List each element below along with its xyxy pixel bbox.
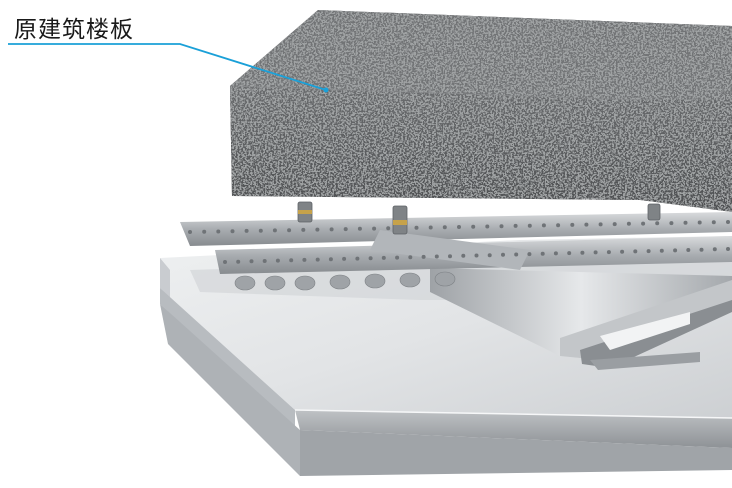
rail-hole bbox=[381, 255, 386, 260]
rail-hole bbox=[499, 224, 504, 229]
rail-hole bbox=[697, 220, 702, 225]
rail-hole bbox=[442, 225, 447, 230]
rail-hole bbox=[395, 255, 400, 260]
rail-hole bbox=[262, 259, 267, 263]
rail-hole bbox=[343, 227, 348, 232]
callout-leader bbox=[8, 43, 329, 93]
rail-hole bbox=[372, 226, 377, 231]
rail-hole bbox=[683, 220, 688, 225]
rail-hole bbox=[414, 225, 419, 230]
rail-hole bbox=[541, 223, 546, 228]
rail-hole bbox=[570, 222, 575, 227]
rail-hole bbox=[368, 256, 373, 261]
rail-hole bbox=[584, 222, 589, 227]
rail-hole bbox=[633, 249, 638, 254]
rail-hole bbox=[673, 248, 678, 253]
rail-hole bbox=[567, 251, 572, 256]
rail-hole bbox=[712, 247, 717, 252]
rail-hole bbox=[408, 255, 413, 260]
rail-hole bbox=[553, 251, 558, 256]
rail-hole bbox=[249, 259, 254, 264]
rail-hole bbox=[244, 228, 249, 233]
rail-hole bbox=[646, 249, 651, 254]
rail-hole bbox=[726, 220, 730, 224]
rail-hole bbox=[471, 224, 476, 229]
rail-hole bbox=[287, 228, 292, 233]
rail-hole bbox=[620, 249, 625, 254]
rail-hole bbox=[275, 258, 280, 263]
rail-hole bbox=[448, 254, 452, 259]
rail-hole bbox=[188, 230, 192, 234]
rail-hole bbox=[487, 253, 492, 258]
rail-hole bbox=[258, 228, 263, 233]
rail-hole bbox=[655, 221, 660, 226]
rail-hole bbox=[556, 223, 561, 228]
rail-hole bbox=[580, 250, 585, 255]
rail-hole bbox=[461, 253, 466, 258]
rail-hole bbox=[593, 250, 598, 255]
rail-hole bbox=[216, 229, 221, 234]
rail-hole bbox=[641, 221, 646, 226]
rail-hole bbox=[428, 225, 433, 230]
rail-hole bbox=[355, 256, 360, 261]
rail-hole bbox=[457, 225, 461, 229]
rail-hole bbox=[686, 248, 691, 252]
rail-hole bbox=[315, 257, 320, 262]
callout-label: 原建筑楼板 bbox=[14, 17, 134, 43]
concrete-slab bbox=[229, 10, 732, 212]
rail-hole bbox=[726, 247, 730, 251]
rail-hole bbox=[223, 260, 227, 264]
rail-hole bbox=[527, 252, 532, 257]
rail-hole bbox=[329, 227, 334, 232]
rail-hole bbox=[501, 252, 505, 257]
rail-hole bbox=[659, 248, 664, 253]
rail-hole bbox=[513, 223, 518, 228]
rail-hole bbox=[514, 252, 519, 257]
perforated-rails bbox=[180, 201, 732, 291]
rail-hole bbox=[434, 254, 439, 259]
rail-hole bbox=[598, 222, 603, 227]
rail-hole bbox=[272, 228, 277, 233]
rail-hole bbox=[302, 257, 307, 262]
rail-hole bbox=[236, 259, 241, 264]
rail-hole bbox=[540, 251, 545, 256]
rail-hole bbox=[711, 220, 716, 225]
rail-hole bbox=[612, 222, 617, 227]
main-c-channel bbox=[430, 268, 732, 370]
rail-hole bbox=[230, 229, 235, 234]
rail-hole bbox=[301, 227, 306, 232]
rail-hole bbox=[606, 250, 611, 255]
rail-hole bbox=[421, 254, 426, 259]
rail-hole bbox=[626, 221, 631, 226]
rail-hole bbox=[485, 224, 490, 229]
rail-hole bbox=[342, 256, 347, 261]
rail-hole bbox=[527, 223, 532, 228]
rail-hole bbox=[315, 227, 320, 232]
rail-hole bbox=[699, 247, 704, 252]
rail-hole bbox=[474, 253, 479, 258]
rail-hole bbox=[289, 258, 294, 263]
rail-hole bbox=[669, 221, 674, 226]
rail-hole bbox=[386, 226, 391, 231]
rail-hole bbox=[202, 229, 207, 234]
rail-hole bbox=[357, 226, 362, 231]
rail-hole bbox=[328, 257, 333, 262]
